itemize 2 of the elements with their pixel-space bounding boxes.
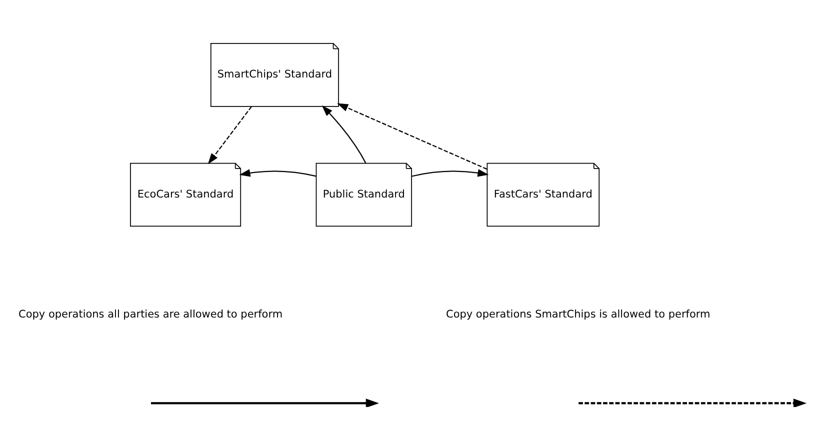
legend-label: Copy operations SmartChips is allowed to perform bbox=[446, 308, 710, 320]
legend-label: Copy operations all parties are allowed to perform bbox=[18, 308, 283, 320]
